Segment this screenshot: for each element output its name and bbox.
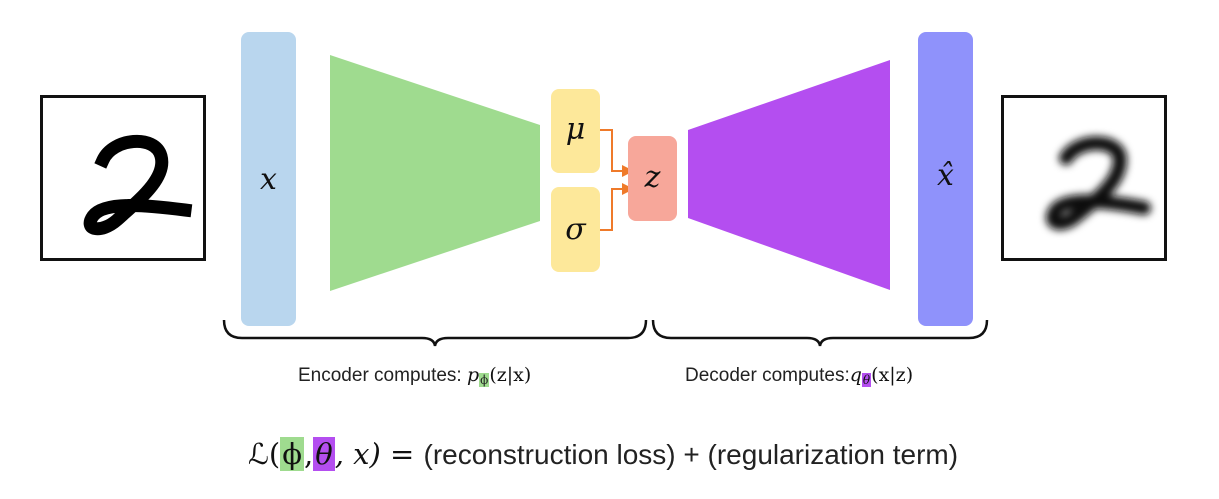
reconstructed-digit-image xyxy=(1001,95,1167,261)
loss-x-equals: , x) = xyxy=(334,437,424,471)
encoder-caption-text: Encoder computes: xyxy=(298,365,467,386)
loss-equation: ℒ(ϕ,θ, x) = (reconstruction loss) + (reg… xyxy=(248,437,958,471)
decoder-brace xyxy=(651,319,989,347)
mu-label: μ xyxy=(565,112,586,147)
loss-phi: ϕ xyxy=(280,437,304,471)
sampling-arrows xyxy=(600,129,634,231)
sigma-box xyxy=(551,187,600,272)
input-variable-label: x xyxy=(260,162,277,197)
decoder-caption-text: Decoder computes: xyxy=(685,365,850,386)
encoder-args: (z|x) xyxy=(489,364,532,386)
decoder-args: (x|z) xyxy=(871,364,914,386)
decoder-network xyxy=(688,60,890,290)
decoder-theta-subscript: θ xyxy=(861,373,872,387)
output-variable-label: x̂ xyxy=(937,158,954,193)
encoder-network xyxy=(330,55,540,291)
loss-comma: , xyxy=(304,437,314,471)
encoder-caption: Encoder computes: pϕ(z|x) xyxy=(298,364,531,387)
loss-open-paren: ( xyxy=(268,437,281,471)
mu-box xyxy=(551,89,600,173)
sigma-label: σ xyxy=(565,212,586,247)
latent-box xyxy=(628,136,677,221)
encoder-brace xyxy=(222,319,648,347)
decoder-caption: Decoder computes:qθ(x|z) xyxy=(685,364,913,387)
encoder-phi-subscript: ϕ xyxy=(479,373,490,387)
digit-two-icon xyxy=(83,135,193,236)
encoder-p-symbol: p xyxy=(466,364,480,386)
loss-theta: θ xyxy=(313,437,335,471)
loss-rhs: (reconstruction loss) + (regularization … xyxy=(423,439,959,470)
input-layer xyxy=(241,32,296,326)
loss-symbol: ℒ xyxy=(248,437,269,471)
output-layer xyxy=(918,32,973,326)
blurry-digit-two-icon xyxy=(1045,136,1151,231)
decoder-q-symbol: q xyxy=(849,364,862,386)
input-digit-image xyxy=(40,95,206,261)
latent-label: z xyxy=(644,160,661,195)
